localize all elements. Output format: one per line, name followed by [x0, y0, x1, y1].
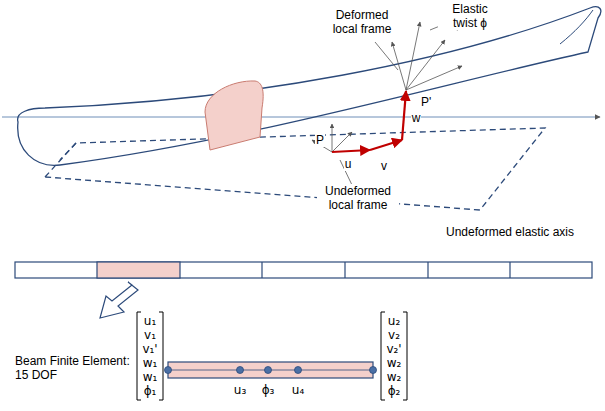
annotation-label: Undeformed elastic axis [445, 225, 575, 239]
vector-label: u [344, 157, 353, 171]
annotation-label: Elastic twist ϕ [438, 2, 502, 30]
point-label: P' [420, 95, 432, 109]
point-label: P [315, 133, 325, 147]
undeformed-wing-edge [60, 143, 76, 160]
dof-label: u₄ [292, 383, 304, 397]
dof-label: ϕ₃ [262, 383, 275, 397]
undeformed-frame [312, 124, 352, 185]
dof-label: ϕ₂ [388, 384, 401, 398]
vector-brackets [137, 312, 407, 400]
dof-label: u₂ [388, 314, 400, 328]
annotation-label: Undeformed local frame [317, 184, 399, 212]
undeformed-wing [45, 128, 545, 210]
caption-label: Beam Finite Element: 15 DOF [15, 354, 133, 382]
beam-segments [15, 262, 592, 278]
dof-label: v₂ [388, 328, 400, 342]
displacement-vectors [332, 91, 406, 152]
dof-label: v₁ [144, 328, 156, 342]
dof-label: u₃ [234, 383, 246, 397]
dof-label: v₂' [386, 342, 401, 356]
dof-label: w₁ [143, 370, 158, 384]
airfoil-section [205, 81, 263, 150]
vector-label: v [380, 159, 388, 173]
winglet-line [560, 10, 593, 44]
dof-label: v₁' [142, 342, 157, 356]
zoom-arrow [100, 282, 138, 318]
finite-element [165, 362, 377, 378]
axis-line [2, 117, 600, 118]
dof-label: ϕ₁ [144, 384, 157, 398]
deformed-wing [18, 7, 601, 166]
dof-label: w₂ [387, 370, 402, 384]
dof-label: w₂ [387, 356, 402, 370]
annotation-label: Deformed local frame [325, 8, 399, 36]
dof-label: w₁ [143, 356, 158, 370]
vector-label: w [411, 111, 422, 125]
dof-label: u₁ [144, 314, 156, 328]
